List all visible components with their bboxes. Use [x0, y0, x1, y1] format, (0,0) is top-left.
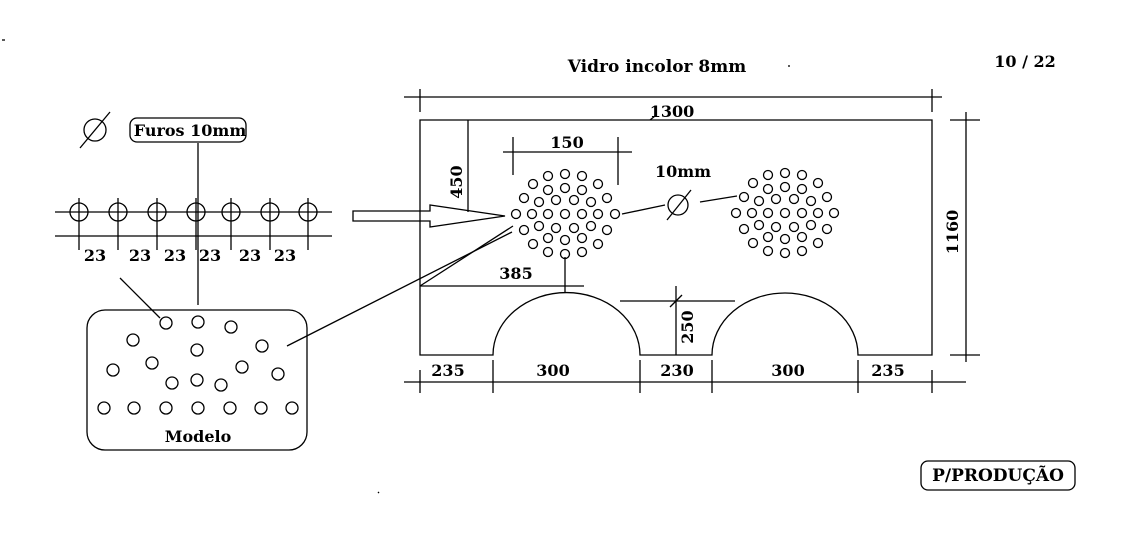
drawing-title: Vidro incolor 8mm: [567, 57, 746, 77]
model-holes: [97, 315, 299, 415]
arrow-icon: [352, 204, 506, 228]
bottom-segment-label: 235: [431, 361, 464, 380]
model-box: [86, 309, 308, 451]
model-label: Modelo: [165, 427, 232, 446]
production-stamp-label: P/PRODUÇÃO: [932, 464, 1064, 486]
leader-line: [119, 277, 161, 319]
spacing-label: 23: [84, 246, 106, 265]
dimension-250: [620, 286, 735, 355]
arch-height-label: 250: [678, 310, 697, 343]
spacing-label: 23: [239, 246, 261, 265]
bottom-segment-label: 300: [536, 361, 569, 380]
bottom-segment-label: 235: [871, 361, 904, 380]
bottom-segment-label: 300: [771, 361, 804, 380]
diameter-symbol-icon: [666, 189, 692, 221]
crosshair-hole-icon: [69, 198, 89, 250]
hole-diameter-label: 10mm: [655, 162, 711, 181]
glass-panel-outline: [419, 119, 933, 356]
leader-line: [699, 195, 738, 203]
spacing-label: 23: [129, 246, 151, 265]
diameter-symbol-icon: [79, 111, 111, 149]
crosshair-hole-icon: [186, 198, 206, 250]
bottom-segment-label: 230: [660, 361, 693, 380]
crosshair-hole-icon: [108, 198, 128, 250]
dimension-150: [503, 137, 632, 185]
holes-label-box: [129, 117, 247, 143]
width-label: 1300: [650, 102, 695, 121]
spacing-diagram: [55, 198, 332, 250]
holes-label: Furos 10mm: [134, 121, 247, 140]
cluster-width-label: 150: [550, 133, 583, 152]
dimension-bottom: [404, 360, 966, 393]
hole-cluster-right: [730, 167, 840, 259]
dimension-1160: [950, 112, 980, 362]
dimension-385: [420, 257, 584, 292]
hole-cluster-left: [510, 168, 621, 260]
production-stamp-box: [920, 460, 1076, 491]
leader-line: [419, 225, 514, 287]
offset-top-label: 450: [447, 165, 466, 198]
stray-mark: [377, 491, 380, 494]
dimension-1300: [404, 89, 942, 121]
crosshair-hole-icon: [147, 198, 167, 250]
spacing-label: 23: [164, 246, 186, 265]
leader-line: [621, 204, 666, 215]
spacing-label: 23: [274, 246, 296, 265]
height-label: 1160: [943, 210, 962, 255]
offset-left-label: 385: [499, 264, 532, 283]
spacing-label: 23: [199, 246, 221, 265]
page-number: 10 / 22: [994, 52, 1056, 71]
crosshair-hole-icon: [298, 198, 318, 250]
crosshair-hole-icon: [221, 198, 241, 250]
crosshair-hole-icon: [260, 198, 280, 250]
